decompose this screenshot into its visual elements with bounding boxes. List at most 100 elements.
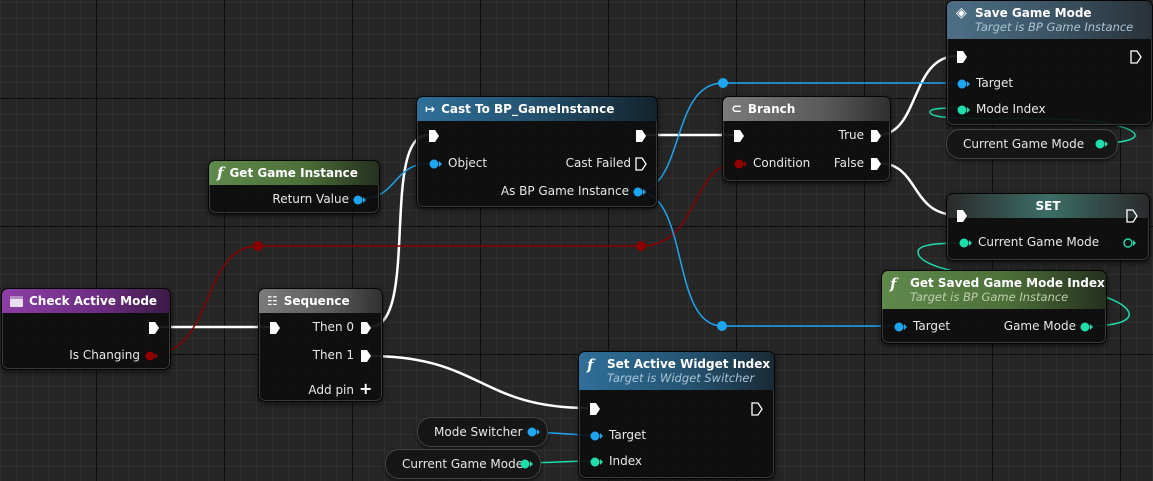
- condition-pin[interactable]: [734, 158, 748, 170]
- pin-label-then-0: Then 0: [312, 320, 354, 334]
- node-title: Branch: [747, 102, 796, 116]
- branch-icon: ⊂: [731, 101, 742, 117]
- reroute-knot: [718, 78, 728, 88]
- index-pin[interactable]: [590, 456, 604, 468]
- function-entry-icon: [10, 295, 23, 307]
- sequence-icon: ☷: [267, 294, 278, 308]
- pin-label-object: Object: [448, 156, 488, 170]
- pin-label-condition: Condition: [753, 156, 811, 170]
- set-active-widget-index-node[interactable]: f Set Active Widget Index Target is Widg…: [578, 351, 775, 479]
- node-title: Get Saved Game Mode Index: [910, 276, 1105, 290]
- as-instance-pin[interactable]: [633, 186, 647, 198]
- sequence-node[interactable]: ☷ Sequence Then 0 Then 1 Add pin +: [258, 288, 383, 402]
- pin-label-then-1: Then 1: [312, 348, 354, 362]
- function-icon: f: [890, 275, 897, 293]
- pin-label-target: Target: [913, 319, 951, 333]
- exec-in-pin[interactable]: [956, 50, 968, 64]
- branch-header[interactable]: ⊂ Branch: [723, 97, 890, 121]
- add-pin-label[interactable]: Add pin: [308, 383, 354, 397]
- exec-out-pin[interactable]: [1130, 50, 1142, 64]
- cast-to-bp-gameinstance-node[interactable]: ↦ Cast To BP_GameInstance Object Cast Fa…: [416, 96, 658, 208]
- game-mode-pin[interactable]: [1080, 321, 1094, 333]
- check-active-mode-node[interactable]: Check Active Mode Is Changing: [1, 288, 171, 370]
- cast-failed-exec-pin[interactable]: [635, 157, 647, 171]
- reroute-knot: [717, 321, 727, 331]
- save-game-mode-header[interactable]: ◈ Save Game Mode Target is BP Game Insta…: [947, 1, 1152, 39]
- target-pin[interactable]: [590, 430, 604, 442]
- exec-out-pin[interactable]: [635, 129, 647, 143]
- sequence-header[interactable]: ☷ Sequence: [259, 289, 382, 313]
- pin-label-as-bp-game-instance: As BP Game Instance: [500, 184, 629, 198]
- pin-label-target: Target: [609, 428, 647, 442]
- getter-label: Current Game Mode: [402, 457, 524, 471]
- mode-switcher-getter[interactable]: Mode Switcher: [417, 417, 548, 447]
- is-changing-pin[interactable]: [145, 350, 159, 362]
- pin-label-true: True: [838, 128, 865, 142]
- set-header[interactable]: SET: [947, 194, 1149, 218]
- obj-wire-cast-to-index-target: [636, 190, 897, 327]
- get-game-instance-node[interactable]: f Get Game Instance Return Value: [208, 160, 380, 214]
- return-value-pin[interactable]: [353, 194, 367, 206]
- pin-label-current-game-mode: Current Game Mode: [978, 235, 1100, 249]
- false-exec-pin[interactable]: [870, 157, 882, 171]
- pin-label-is-changing: Is Changing: [69, 348, 140, 362]
- exec-in-pin[interactable]: [956, 209, 968, 223]
- node-title: Save Game Mode: [975, 6, 1092, 20]
- get-saved-game-mode-index-node[interactable]: f Get Saved Game Mode Index Target is BP…: [881, 270, 1107, 344]
- set-current-game-mode-node[interactable]: SET Current Game Mode: [946, 193, 1150, 261]
- int-out-pin[interactable]: [1095, 138, 1109, 150]
- object-pin[interactable]: [429, 158, 443, 170]
- then-1-exec-pin[interactable]: [360, 349, 372, 363]
- exec-in-pin[interactable]: [589, 402, 601, 416]
- exec-wire-then1-to-widget: [369, 354, 589, 410]
- true-exec-pin[interactable]: [870, 129, 882, 143]
- current-game-mode-in-pin[interactable]: [959, 237, 973, 249]
- node-title: Sequence: [283, 294, 350, 308]
- node-title: Set Active Widget Index: [607, 357, 771, 371]
- current-game-mode-out-pin[interactable]: [1123, 237, 1137, 249]
- reroute-knot: [253, 241, 263, 251]
- int-out-pin[interactable]: [520, 458, 534, 470]
- pin-label-cast-failed: Cast Failed: [565, 156, 631, 170]
- node-subtitle: Target is BP Game Instance: [975, 20, 1134, 34]
- target-pin[interactable]: [957, 78, 971, 90]
- exec-wire-then0-to-cast: [369, 133, 429, 329]
- cast-arrow-icon: ↦: [425, 102, 436, 116]
- current-game-mode-getter[interactable]: Current Game Mode: [946, 129, 1118, 159]
- getter-label: Mode Switcher: [434, 425, 523, 439]
- pin-label-return-value: Return Value: [272, 192, 349, 206]
- branch-node[interactable]: ⊂ Branch True Condition False: [722, 96, 891, 182]
- save-game-mode-node[interactable]: ◈ Save Game Mode Target is BP Game Insta…: [946, 0, 1153, 126]
- add-pin-plus-icon[interactable]: +: [359, 379, 373, 398]
- set-active-widget-header[interactable]: f Set Active Widget Index Target is Widg…: [579, 352, 774, 390]
- exec-out-pin[interactable]: [148, 321, 160, 335]
- object-out-pin[interactable]: [527, 426, 541, 438]
- node-title: Check Active Mode: [29, 294, 158, 308]
- pin-label-target: Target: [976, 76, 1014, 90]
- get-saved-index-header[interactable]: f Get Saved Game Mode Index Target is BP…: [882, 271, 1106, 309]
- pin-label-index: Index: [609, 454, 643, 468]
- current-game-mode-getter[interactable]: Current Game Mode: [385, 449, 541, 479]
- node-title: Get Game Instance: [229, 166, 358, 180]
- check-active-mode-header[interactable]: Check Active Mode: [2, 289, 170, 313]
- reroute-knot: [636, 241, 646, 251]
- exec-in-pin[interactable]: [733, 129, 745, 143]
- exec-in-pin[interactable]: [269, 321, 281, 335]
- cast-header[interactable]: ↦ Cast To BP_GameInstance: [417, 97, 657, 121]
- target-pin[interactable]: [894, 321, 908, 333]
- exec-out-pin[interactable]: [751, 402, 763, 416]
- exec-out-pin[interactable]: [1126, 209, 1138, 223]
- pin-label-mode-index: Mode Index: [976, 102, 1046, 116]
- node-title: SET: [1035, 199, 1061, 213]
- mode-index-pin[interactable]: [957, 104, 971, 116]
- pin-label-game-mode: Game Mode: [1003, 319, 1076, 333]
- exec-in-pin[interactable]: [428, 129, 440, 143]
- node-subtitle: Target is Widget Switcher: [607, 371, 755, 385]
- node-title: Cast To BP_GameInstance: [441, 102, 615, 116]
- getter-label: Current Game Mode: [963, 137, 1085, 151]
- then-0-exec-pin[interactable]: [360, 321, 372, 335]
- get-game-instance-header[interactable]: f Get Game Instance: [209, 161, 379, 185]
- function-icon: f: [217, 164, 224, 182]
- node-subtitle: Target is BP Game Instance: [910, 290, 1069, 304]
- event-diamond-icon: ◈: [956, 5, 967, 21]
